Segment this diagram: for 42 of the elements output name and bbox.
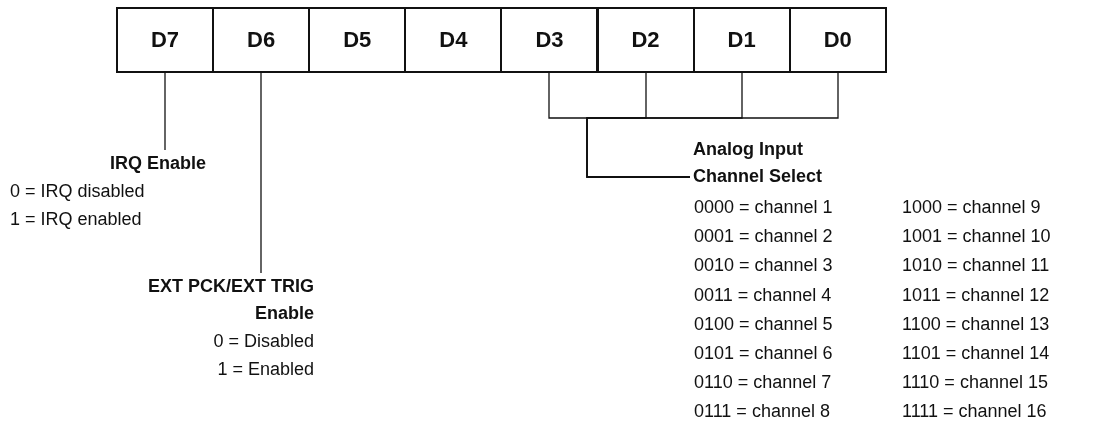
register-bit-cell [692,7,791,73]
bit-label: D3 [535,27,564,53]
bit-label: D5 [343,27,372,53]
table-entry: 0001 = channel 2 [694,226,833,248]
bit-label: D0 [823,27,852,53]
leader-line [586,72,839,178]
table-entry: 1010 = channel 11 [902,255,1050,277]
bit-label: D1 [727,27,756,53]
table-entry: 0101 = channel 6 [694,343,833,364]
table-entry: 0011 = channel 4 [694,284,832,306]
table-entry: 0100 = channel 5 [694,313,833,335]
table-entry: 1000 = channel 9 [902,197,1041,218]
bit-label: D2 [631,27,660,53]
value-description: 1 = Enabled [216,358,314,381]
bit-label: D6 [247,27,276,53]
field-heading: Analog Input Channel Select [693,138,824,188]
table-entry: 1101 = channel 14 [902,343,1050,364]
table-entry: 0111 = channel 8 [694,401,830,423]
register-bit-cell [404,7,503,73]
value-description: 0 = Disabled [212,330,314,353]
value-description: 1 = IRQ enabled [10,208,143,231]
leader-line [164,72,166,151]
table-entry: 1011 = channel 12 [902,284,1050,306]
table-entry: 0010 = channel 3 [694,255,833,277]
register-bit-cell [212,7,311,73]
register-bit-cell [788,7,887,73]
register-bit-cell [308,7,407,73]
table-entry: 1111 = channel 16 [902,401,1047,423]
leader-line [260,72,262,274]
table-entry: 1001 = channel 10 [902,226,1051,248]
value-description: 0 = IRQ disabled [10,180,146,203]
table-entry: 1100 = channel 13 [902,313,1050,335]
bit-label: D7 [151,27,180,53]
field-heading: EXT PCK/EXT TRIG Enable [146,275,314,325]
table-entry: 0000 = channel 1 [694,197,833,218]
field-heading: IRQ Enable [108,152,206,175]
table-entry: 1110 = channel 15 [902,372,1048,394]
register-bit-cell [500,7,599,73]
register-bit-cell [116,7,215,73]
table-entry: 0110 = channel 7 [694,372,832,394]
register-bit-cell [596,7,695,73]
bit-label: D4 [439,27,468,53]
